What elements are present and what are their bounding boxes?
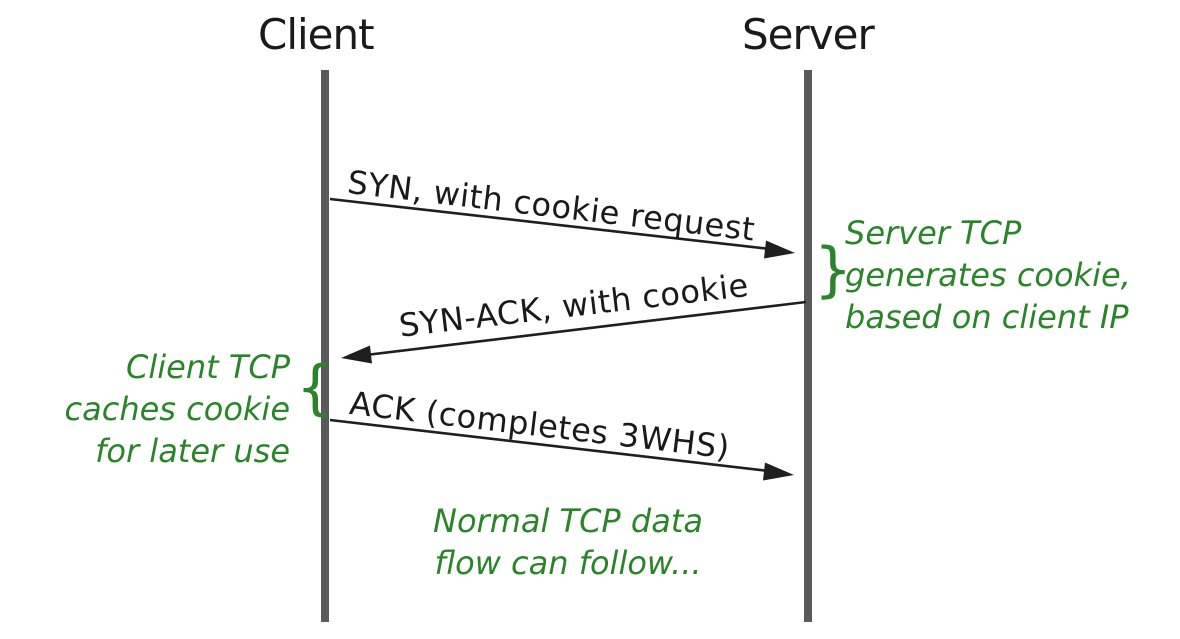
syn-ack-arrow <box>341 300 807 364</box>
server-lifeline <box>804 70 812 622</box>
client-note: Client TCP caches cookie for later use <box>65 346 290 472</box>
client-lifeline <box>321 70 329 622</box>
client-note-brace: { <box>296 353 335 423</box>
footer-note: Normal TCP data flow can follow... <box>368 500 768 584</box>
server-note: Server TCP generates cookie, based on cl… <box>845 212 1131 338</box>
footer-note-line: Normal TCP data <box>433 502 703 540</box>
server-note-line: Server TCP <box>845 214 1022 252</box>
client-note-line: Client TCP <box>126 348 290 386</box>
client-note-line: caches cookie <box>64 390 290 428</box>
client-note-line: for later use <box>95 432 290 470</box>
server-note-line: generates cookie, <box>845 256 1131 294</box>
syn-arrow <box>329 197 795 259</box>
server-actor-label: Server <box>742 10 875 59</box>
footer-note-line: flow can follow... <box>434 544 702 582</box>
server-note-line: based on client IP <box>845 298 1129 336</box>
client-actor-label: Client <box>258 10 375 59</box>
ack-arrow <box>329 418 794 481</box>
server-note-brace: } <box>814 235 853 305</box>
